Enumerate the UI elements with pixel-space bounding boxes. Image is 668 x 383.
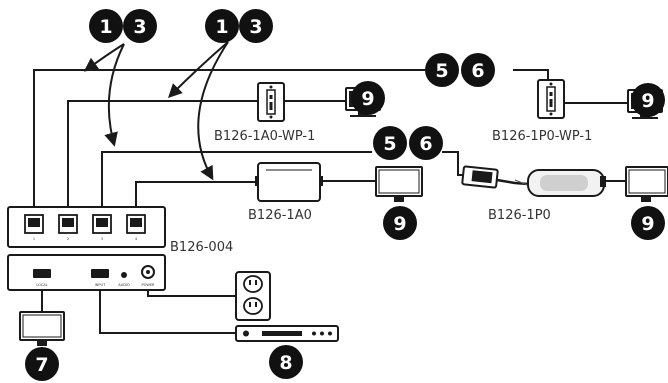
cable-port1-remote <box>513 69 549 80</box>
port-1-label: 1 <box>33 237 35 241</box>
rx-dongle-label: B126-1P0 <box>488 208 551 223</box>
svg-text:9: 9 <box>641 213 654 235</box>
arrow-3 <box>168 41 229 98</box>
badge-step-9: 9 <box>383 206 417 240</box>
receiver-box <box>255 162 323 202</box>
badge-step-5: 5 <box>373 126 407 160</box>
svg-text:9: 9 <box>393 213 406 235</box>
arrow-4 <box>197 41 229 181</box>
svg-text:6: 6 <box>419 133 432 155</box>
arrow-2 <box>104 43 125 147</box>
svg-text:3: 3 <box>249 16 262 38</box>
cables <box>33 69 628 334</box>
hdmi-input-port <box>91 269 109 278</box>
local-label: LOCAL <box>36 283 47 287</box>
monitor-icon <box>19 311 65 346</box>
badge-step-6: 6 <box>461 53 495 87</box>
badge-step-9: 9 <box>351 81 385 115</box>
port-4-label: 4 <box>135 237 138 241</box>
cable-input-source <box>99 290 236 334</box>
rx-box-label: B126-1A0 <box>248 208 312 223</box>
badge-step-1: 1 <box>89 9 123 43</box>
badge-step-1: 1 <box>205 9 239 43</box>
badge-step-8: 8 <box>269 345 303 379</box>
svg-text:1: 1 <box>99 16 112 38</box>
hdmi-local-port <box>33 269 51 278</box>
switch-label: B126-004 <box>170 240 233 255</box>
badge-step-3: 3 <box>239 9 273 43</box>
cable-port3-end <box>442 151 463 176</box>
callout-arrows <box>83 41 229 181</box>
arrow-1 <box>83 43 125 72</box>
port-3-label: 3 <box>101 237 103 241</box>
switch-unit: 1 2 3 4 <box>7 206 166 248</box>
audio-label: AUDIO <box>118 283 130 287</box>
cable-port3 <box>101 151 372 212</box>
rj45-port-1: 1 <box>24 214 44 241</box>
badge-step-3: 3 <box>123 9 157 43</box>
svg-text:7: 7 <box>35 354 48 376</box>
svg-text:9: 9 <box>361 88 374 110</box>
badge-step-7: 7 <box>25 347 59 381</box>
svg-text:6: 6 <box>471 60 484 82</box>
rj45-port-2: 2 <box>58 214 78 241</box>
svg-text:5: 5 <box>435 60 448 82</box>
power-outlet-icon <box>235 271 271 321</box>
switch-rear-unit: LOCAL INPUT AUDIO POWER <box>7 254 166 291</box>
badge-step-5: 5 <box>425 53 459 87</box>
wallplate-remote <box>537 79 565 119</box>
rj45-port-4: 4 <box>126 214 146 241</box>
monitor-icon <box>625 166 668 202</box>
cable-port1-top <box>33 69 425 212</box>
wp-local-label: B126-1A0-WP-1 <box>214 129 315 144</box>
audio-jack <box>121 272 127 278</box>
svg-text:3: 3 <box>133 16 146 38</box>
power-label: POWER <box>142 283 156 287</box>
rj45-port-3: 3 <box>92 214 112 241</box>
receiver-dongle <box>461 165 606 197</box>
step-badges: 1 3 1 3 5 6 5 6 9 9 9 9 7 8 <box>25 9 665 381</box>
av-source-device-icon <box>235 325 339 342</box>
svg-text:1: 1 <box>215 16 228 38</box>
input-label: INPUT <box>95 283 106 287</box>
cable-port2 <box>67 100 258 212</box>
wallplate-local <box>257 82 285 122</box>
badge-step-9: 9 <box>631 206 665 240</box>
cable-port4 <box>135 181 258 212</box>
svg-text:8: 8 <box>279 352 292 374</box>
port-2-label: 2 <box>67 237 69 241</box>
badge-step-9: 9 <box>631 83 665 117</box>
wp-remote-label: B126-1P0-WP-1 <box>492 129 592 144</box>
monitor-icon <box>375 166 423 202</box>
badge-step-6: 6 <box>409 126 443 160</box>
svg-text:9: 9 <box>641 90 654 112</box>
svg-text:5: 5 <box>383 133 396 155</box>
